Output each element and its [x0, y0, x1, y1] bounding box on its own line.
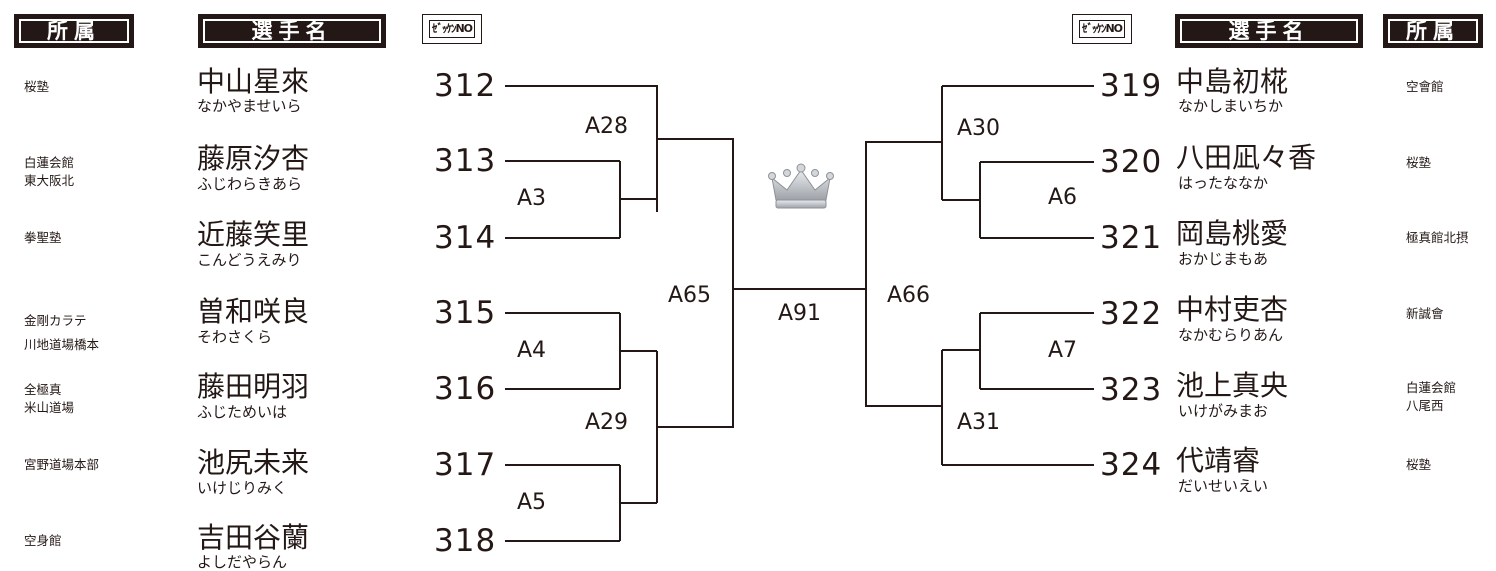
player-affiliation: 白蓮会館東大阪北: [24, 155, 75, 188]
match-label-a5: A5: [517, 490, 547, 515]
player-name: 池尻未来: [197, 446, 310, 479]
player-name: 岡島桃愛: [1176, 217, 1289, 250]
crown-icon: [768, 163, 834, 209]
bracket-line-a31: [865, 289, 943, 465]
player-kana: ふじためいは: [197, 403, 288, 421]
player-kana: そわさくら: [197, 328, 273, 346]
match-label-a3: A3: [517, 186, 547, 211]
player-affiliation: 白蓮会館八尾西: [1406, 380, 1457, 413]
bracket-line-a6: [942, 162, 981, 238]
bib-number: 321: [1100, 220, 1163, 256]
bracket-line-a3: [619, 161, 657, 238]
player-name: 中山星來: [197, 65, 310, 98]
player-affiliation: 宮野道場本部: [24, 457, 100, 472]
player-name: 中村吏杏: [1176, 293, 1289, 326]
match-label-a7: A7: [1048, 338, 1078, 363]
player-affiliation: 空身館: [24, 533, 62, 548]
match-label-a4: A4: [517, 338, 547, 363]
player-affiliation: 極真館北摂: [1406, 230, 1469, 245]
player-kana: おかじまもあ: [1178, 250, 1269, 268]
player-name: 藤田明羽: [197, 370, 310, 403]
player-name: 藤原汐杏: [197, 142, 310, 175]
player-affiliation: 桜塾: [1406, 457, 1432, 472]
player-kana: はったななか: [1178, 174, 1269, 192]
player-affiliation: 桜塾: [24, 79, 50, 94]
bib-number: 323: [1100, 372, 1163, 408]
header-affiliation-label: 所属: [1406, 19, 1460, 43]
match-label-a31: A31: [957, 410, 1001, 435]
header-affiliation-left: 所属: [14, 14, 134, 48]
bib-number: 316: [434, 371, 497, 407]
bracket-line-a28: [657, 138, 734, 289]
bib-number: 320: [1100, 144, 1163, 180]
bib-number: 312: [434, 68, 497, 104]
bib-number: 313: [434, 143, 497, 179]
player-affiliation: 桜塾: [1406, 155, 1432, 170]
player-kana: なかやませいら: [197, 97, 302, 115]
bib-number: 315: [434, 295, 497, 331]
header-affiliation-right: 所属: [1383, 14, 1483, 48]
player-affiliation: 金剛カラテ川地道場橋本: [24, 313, 100, 352]
player-name: 八田凪々香: [1176, 141, 1317, 174]
player-name: 代靖睿: [1176, 444, 1261, 477]
match-label-a28: A28: [585, 114, 629, 139]
player-affiliation: 新誠會: [1406, 306, 1444, 321]
header-bib-label: ｾﾞｯｹﾝNO: [428, 20, 476, 38]
bracket-line-a7: [942, 313, 981, 389]
header-player-name-label: 選手名: [251, 19, 333, 43]
match-label-a29: A29: [585, 410, 629, 435]
match-label-a65: A65: [668, 283, 712, 308]
match-label-a30: A30: [957, 116, 1001, 141]
player-name: 吉田谷蘭: [197, 521, 310, 554]
bib-number: 319: [1100, 68, 1163, 104]
bib-number: 318: [434, 523, 497, 559]
bracket-line-a29: [656, 289, 734, 503]
bracket-line-312: [505, 85, 658, 212]
bib-number: 322: [1100, 296, 1163, 332]
player-name: 中島初椛: [1176, 65, 1289, 98]
player-kana: いけじりみく: [197, 479, 288, 497]
header-bib-label: ｾﾞｯｹﾝNO: [1078, 20, 1126, 38]
player-kana: ふじわらきあら: [197, 175, 303, 193]
match-label-a91: A91: [778, 301, 822, 326]
player-kana: いけがみまお: [1178, 402, 1269, 420]
bracket-line-a5: [619, 465, 657, 541]
player-name: 近藤笑里: [197, 218, 310, 251]
match-label-a66: A66: [887, 283, 931, 308]
player-affiliation: 拳聖塾: [24, 230, 62, 245]
header-player-name-label: 選手名: [1228, 19, 1310, 43]
player-kana: よしだやらん: [197, 553, 288, 571]
bracket-line-a4: [619, 313, 657, 389]
header-bib-right: ｾﾞｯｹﾝNO: [1072, 14, 1132, 44]
bib-number: 324: [1100, 447, 1163, 483]
player-kana: なかしまいちか: [1178, 97, 1284, 115]
bracket-line-a30: [865, 86, 943, 289]
bib-number: 317: [434, 447, 497, 483]
player-name: 池上真央: [1176, 369, 1289, 402]
player-kana: なかむらりあん: [1178, 326, 1284, 344]
header-bib-left: ｾﾞｯｹﾝNO: [422, 14, 482, 44]
bib-number: 314: [434, 220, 497, 256]
header-affiliation-label: 所属: [47, 19, 101, 43]
header-player-name-right: 選手名: [1175, 14, 1363, 48]
header-player-name-left: 選手名: [198, 14, 386, 48]
player-name: 曽和咲良: [197, 295, 310, 328]
player-affiliation: 空會館: [1406, 79, 1444, 94]
player-affiliation: 全極真米山道場: [24, 382, 75, 415]
player-kana: だいせいえい: [1178, 477, 1269, 495]
match-label-a6: A6: [1048, 185, 1078, 210]
player-kana: こんどうえみり: [197, 251, 302, 269]
